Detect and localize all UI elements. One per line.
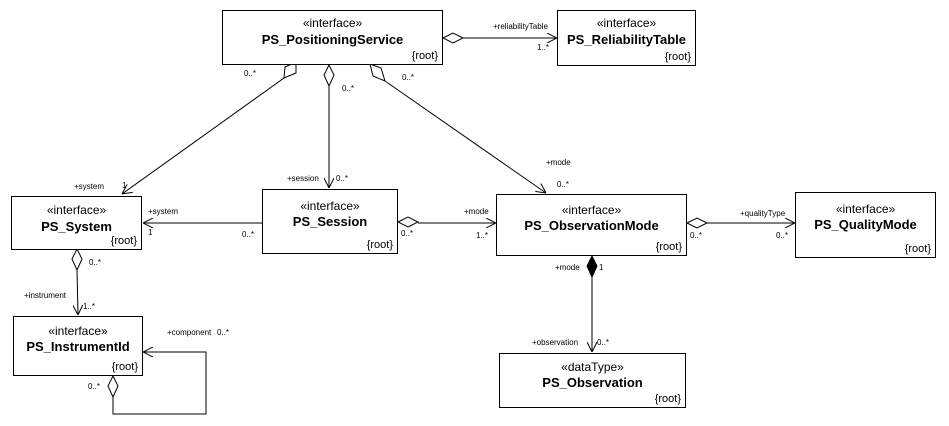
role-label: +component [167, 328, 212, 337]
role-label: +observation [532, 338, 579, 347]
aggregation-diamond [71, 247, 83, 272]
stereotype-label: «interface» [300, 199, 360, 213]
class-name: PS_Observation [542, 375, 643, 390]
multiplicity-label: 0..* [402, 73, 415, 82]
class-ps-qualitymode[interactable]: «interface» PS_QualityMode {root} [795, 192, 936, 258]
root-tag: {root} [904, 243, 931, 255]
role-label: +qualityType [740, 209, 786, 218]
class-name: PS_Session [292, 214, 368, 229]
association-line-service-system [122, 77, 285, 194]
multiplicity-label: 1 [122, 181, 127, 190]
multiplicity-label: 0..* [88, 382, 101, 391]
class-ps-positioningservice[interactable]: «interface» PS_PositioningService {root} [222, 10, 443, 65]
class-name: PS_QualityMode [814, 217, 917, 232]
role-label: +system [148, 207, 179, 216]
root-tag: {root} [110, 235, 137, 247]
role-label: +mode [464, 207, 489, 216]
aggregation-diamond [283, 61, 297, 79]
multiplicity-label: 0..* [776, 231, 789, 240]
root-tag: {root} [654, 393, 681, 405]
multiplicity-label: 0..* [557, 180, 570, 189]
class-name: PS_System [41, 219, 112, 234]
stereotype-label: «interface» [46, 203, 107, 217]
association-line-service-mode [384, 80, 546, 193]
aggregation-diamond [369, 63, 386, 82]
aggregation-diamond [685, 217, 709, 229]
class-ps-session[interactable]: «interface» PS_Session {root} [262, 189, 398, 254]
multiplicity-label: 1 [599, 263, 604, 272]
class-ps-reliabilitytable[interactable]: «interface» PS_ReliabilityTable {root} [557, 10, 696, 66]
stereotype-label: «interface» [561, 203, 622, 217]
multiplicity-label: 1..* [83, 302, 96, 311]
stereotype-label: «dataType» [561, 360, 624, 374]
association-line-system-instrument [77, 269, 78, 315]
multiplicity-label: 0..* [342, 84, 355, 93]
root-tag: {root} [664, 51, 691, 63]
association-line-instrument-component [112, 352, 207, 415]
multiplicity-label: 0..* [89, 258, 102, 267]
class-name: PS_ObservationMode [524, 218, 659, 233]
role-label: +system [74, 182, 105, 191]
role-label: +instrument [24, 291, 67, 300]
multiplicity-label: 1 [148, 228, 153, 237]
root-tag: {root} [411, 50, 438, 62]
class-name: PS_InstrumentId [26, 339, 130, 354]
multiplicity-label: 0..* [242, 230, 255, 239]
stereotype-label: «interface» [302, 16, 363, 30]
aggregation-diamond [396, 216, 420, 228]
role-label: +mode [546, 158, 571, 167]
role-label: +session [287, 174, 319, 183]
root-tag: {root} [655, 241, 682, 253]
stereotype-label: «interface» [48, 324, 108, 338]
role-label: +reliabilityTable [493, 22, 548, 31]
multiplicity-label: 0..* [244, 69, 257, 78]
multiplicity-label: 0..* [597, 338, 610, 347]
stereotype-label: «interface» [596, 16, 657, 30]
root-tag: {root} [111, 361, 138, 373]
aggregation-diamond [441, 32, 465, 44]
class-ps-instrumentid[interactable]: «interface» PS_InstrumentId {root} [13, 316, 143, 376]
multiplicity-label: 1..* [476, 231, 489, 240]
aggregation-diamond [323, 63, 335, 88]
class-ps-observation[interactable]: «dataType» PS_Observation {root} [499, 353, 686, 408]
role-label: +mode [555, 263, 580, 272]
composition-diamond [586, 254, 598, 279]
class-ps-system[interactable]: «interface» PS_System {root} [11, 196, 142, 250]
multiplicity-label: 0..* [690, 231, 703, 240]
class-ps-observationmode[interactable]: «interface» PS_ObservationMode {root} [496, 194, 687, 256]
stereotype-label: «interface» [835, 202, 896, 216]
multiplicity-label: 1..* [537, 43, 550, 52]
multiplicity-label: 0..* [217, 328, 230, 337]
aggregation-diamond [107, 374, 119, 399]
multiplicity-label: 0..* [336, 174, 349, 183]
root-tag: {root} [366, 239, 393, 251]
class-name: PS_ReliabilityTable [567, 32, 686, 47]
class-name: PS_PositioningService [261, 32, 404, 47]
multiplicity-label: 0..* [401, 229, 414, 238]
